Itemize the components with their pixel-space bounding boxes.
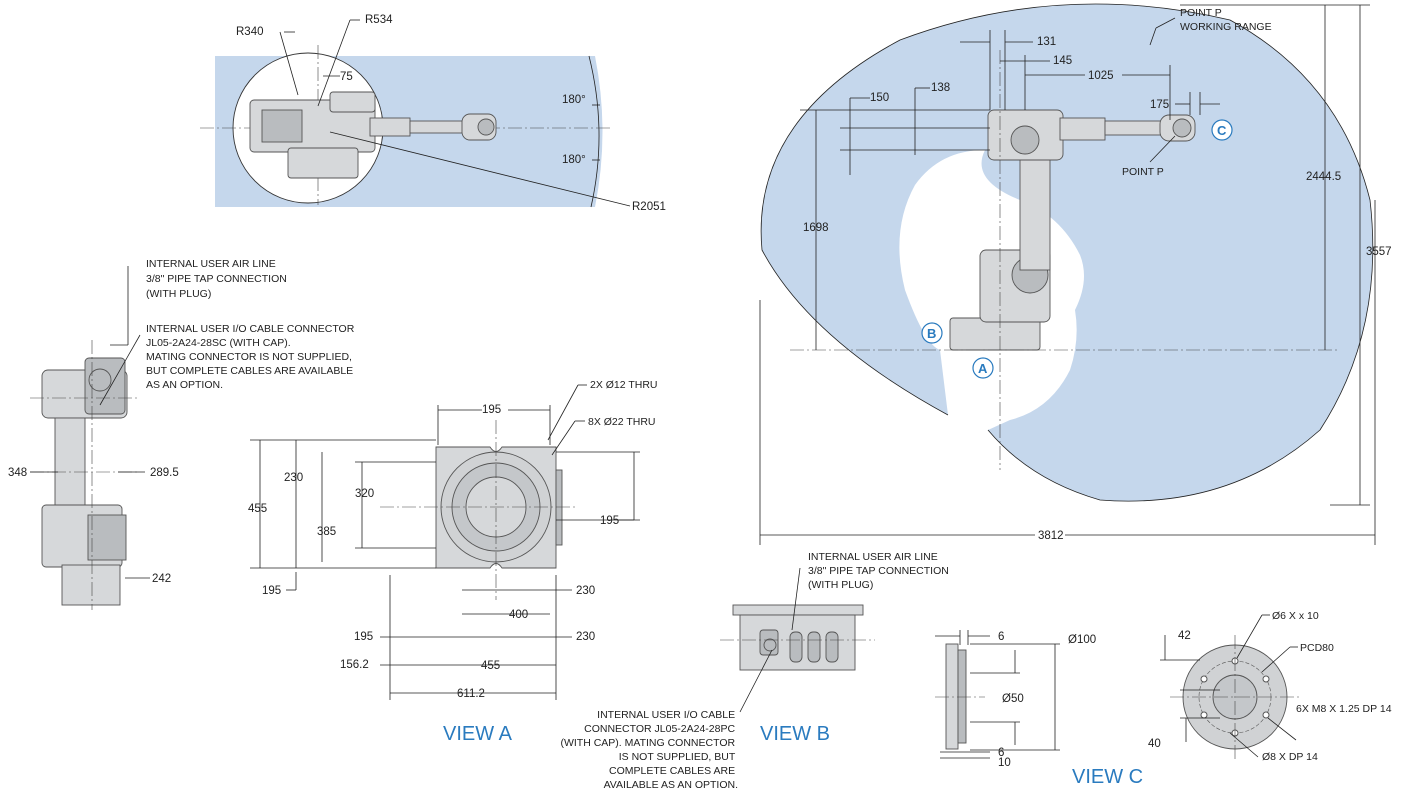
dim-138: 138	[931, 82, 950, 94]
dim-1698: 1698	[803, 222, 829, 234]
dim-a-320: 320	[355, 488, 374, 500]
dim-c-6x10: Ø6 X x 10	[1272, 610, 1319, 622]
dim-175: 175	[1150, 99, 1169, 111]
callout-a: A	[978, 361, 988, 376]
dim-c-42: 42	[1178, 630, 1191, 642]
dim-a-230-left: 230	[284, 472, 303, 484]
view-a-label: VIEW A	[443, 723, 513, 745]
view-b: INTERNAL USER AIR LINE 3/8" PIPE TAP CON…	[560, 551, 952, 791]
callout-c: C	[1217, 123, 1227, 138]
right-side-robot	[949, 109, 1196, 351]
dim-145: 145	[1053, 55, 1072, 67]
dim-r534: R534	[365, 14, 393, 26]
dim-c-pcd80: PCD80	[1300, 642, 1334, 654]
view-b-label: VIEW B	[760, 723, 830, 745]
dim-a-455-left: 455	[248, 503, 267, 515]
view-b-io-connector-note: INTERNAL USER I/O CABLE CONNECTOR JL05-2…	[560, 709, 738, 791]
angle-upper: 180°	[562, 94, 586, 106]
dim-a-195-b2: 195	[354, 631, 373, 643]
point-p-label: POINT P	[1122, 166, 1164, 178]
dim-c-6-top: 6	[998, 631, 1004, 643]
view-a-8x-thru: 8X Ø22 THRU	[588, 416, 656, 428]
dim-1025: 1025	[1088, 70, 1114, 82]
view-a: 195 2X Ø12 THRU 8X Ø22 THRU 455 230 385 …	[248, 379, 658, 745]
dim-a-611-2: 611.2	[457, 688, 485, 700]
dim-348: 348	[8, 467, 27, 479]
left-side-view: INTERNAL USER AIR LINE 3/8" PIPE TAP CON…	[8, 258, 357, 610]
callout-a-circle	[972, 357, 994, 379]
dim-2444-5: 2444.5	[1306, 171, 1341, 183]
view-a-2x-thru: 2X Ø12 THRU	[590, 379, 658, 391]
working-range-envelope	[761, 4, 1373, 502]
dim-150: 150	[870, 92, 889, 104]
dim-a-195-right: 195	[600, 515, 619, 527]
dim-75: 75	[340, 71, 353, 83]
dim-r340: R340	[236, 26, 264, 38]
dim-3557: 3557	[1366, 246, 1392, 258]
dim-a-195-top: 195	[482, 404, 501, 416]
dim-289-5: 289.5	[150, 467, 179, 479]
dim-131: 131	[1037, 36, 1056, 48]
left-air-line-note: INTERNAL USER AIR LINE 3/8" PIPE TAP CON…	[146, 258, 290, 300]
dim-a-230-r2: 230	[576, 631, 595, 643]
top-view: R340 R534 75 180° 180° R2051	[200, 14, 666, 213]
dim-a-230-r1: 230	[576, 585, 595, 597]
dim-c-100: Ø100	[1068, 634, 1096, 646]
dim-c-50: Ø50	[1002, 693, 1024, 705]
right-side-view: POINT P WORKING RANGE 131 145 1025 150 1…	[759, 3, 1392, 545]
angle-lower: 180°	[562, 154, 586, 166]
dim-242: 242	[152, 573, 171, 585]
view-a-base-plate	[435, 446, 563, 569]
dim-c-10: 10	[998, 757, 1011, 769]
top-view-robot	[249, 91, 497, 179]
dim-a-385: 385	[317, 526, 336, 538]
dim-3812: 3812	[1038, 530, 1064, 542]
dim-c-8: Ø8 X DP 14	[1262, 751, 1318, 763]
view-c: 6 Ø100 Ø50 6 10 Ø6 X x 10 42 PCD80	[935, 610, 1392, 788]
view-b-base	[732, 604, 864, 671]
view-c-flange-side	[945, 643, 967, 750]
callout-b: B	[927, 326, 936, 341]
left-io-connector-note: INTERNAL USER I/O CABLE CONNECTOR JL05-2…	[146, 323, 357, 391]
dim-c-6-bottom: 6	[998, 747, 1004, 759]
dim-r2051: R2051	[632, 201, 666, 213]
dim-c-m8: 6X M8 X 1.25 DP 14	[1296, 703, 1392, 715]
dim-a-455-bottom: 455	[481, 660, 500, 672]
left-side-robot	[41, 357, 128, 606]
dim-a-400: 400	[509, 609, 528, 621]
callout-b-circle	[921, 322, 943, 344]
callout-c-circle	[1211, 119, 1233, 141]
dim-a-195-bl: 195	[262, 585, 281, 597]
view-b-air-line-note: INTERNAL USER AIR LINE 3/8" PIPE TAP CON…	[808, 551, 952, 591]
view-c-label: VIEW C	[1072, 766, 1143, 788]
dim-c-40: 40	[1148, 738, 1161, 750]
dim-a-156-2: 156.2	[340, 659, 369, 671]
point-p-working-range: POINT P WORKING RANGE	[1180, 7, 1272, 33]
